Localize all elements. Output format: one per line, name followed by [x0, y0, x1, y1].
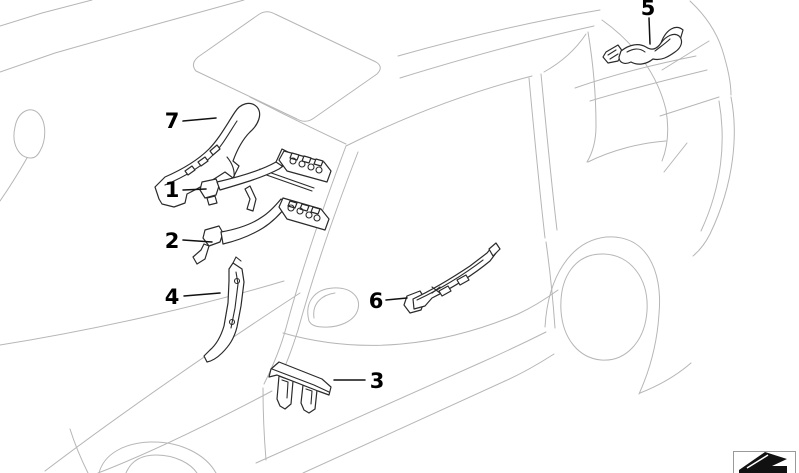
door-mirror-outline — [307, 287, 360, 328]
leader-4 — [183, 292, 221, 297]
leader-6 — [385, 297, 408, 301]
part-1-cable-guide — [199, 148, 332, 212]
leader-1 — [182, 188, 207, 191]
leader-7 — [182, 117, 217, 122]
car-outline — [0, 0, 735, 473]
sunroof-outline — [192, 11, 381, 122]
part-3-sill-bracket — [268, 361, 332, 414]
callout-labels: 7 1 2 4 3 6 5 — [165, 0, 656, 393]
part-6-door-cable-guide — [403, 242, 501, 314]
callout-6: 6 — [369, 289, 384, 313]
callout-5: 5 — [641, 0, 656, 20]
zigzag-ribbon-icon — [739, 452, 787, 473]
callout-2: 2 — [165, 229, 180, 253]
watermark-logo — [733, 451, 796, 473]
callout-3: 3 — [370, 369, 385, 393]
leader-2 — [182, 239, 213, 243]
callout-leaders — [182, 17, 651, 381]
part-7-cable-guide — [154, 102, 261, 208]
leader-5 — [648, 17, 651, 45]
part-4-a-pillar-bracket — [203, 256, 245, 363]
part-5-shelf-bracket — [602, 26, 684, 65]
part-2-cable-guide — [192, 197, 330, 265]
callout-1: 1 — [165, 178, 180, 202]
callout-4: 4 — [165, 285, 180, 309]
callout-7: 7 — [165, 109, 180, 133]
